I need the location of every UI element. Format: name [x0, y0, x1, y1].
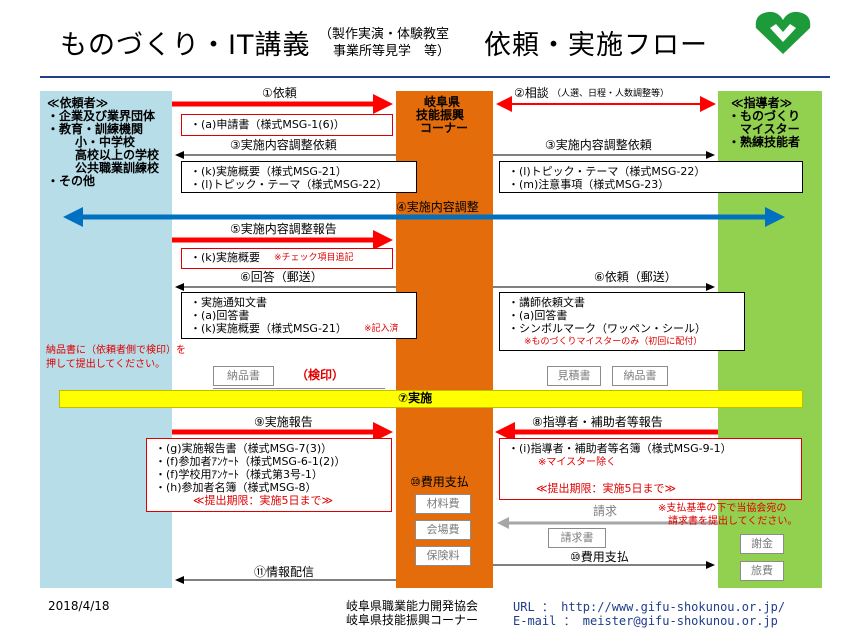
estimate-button: 見積書: [547, 366, 601, 386]
delivery-row-underline: [213, 388, 385, 389]
step1-document-box: ・(a)申請書（様式MSG-1(6)）: [181, 114, 393, 136]
step6-right-label: ⑥依頼（郵送）: [594, 270, 677, 284]
footer-org: 岐阜県技能振興コーナー: [346, 613, 479, 627]
step6-right-document: ・講師依頼文書: [508, 296, 585, 309]
step9-document-box: ・(g)実施報告書（様式MSG-7(3)） ・(f)参加者ｱﾝｹｰﾄ（様式MSG…: [146, 438, 392, 512]
step3-right-label: ③実施内容調整依頼: [545, 138, 652, 152]
center-label: 岐阜県: [424, 95, 461, 109]
delivery-instruction: 納品書に（依頼者側で検印）を: [46, 345, 186, 356]
step9-document: ・(f)学校用ｱﾝｹｰﾄ（様式第3号-1）: [155, 468, 323, 481]
estimate-label: 見積書: [557, 369, 591, 382]
step3-right-document: ・(l)トピック・テーマ（様式MSG-22）: [508, 165, 706, 178]
payment-label: ⑩費用支払: [570, 550, 629, 564]
step3-right-document: ・(m)注意事項（様式MSG-23）: [508, 178, 670, 191]
material-cost-label: 材料費: [426, 497, 460, 510]
page-title-flow: 依頼・実施フロー: [484, 30, 708, 61]
step8-note: ※マイスター除く: [538, 457, 617, 468]
step7-label: ⑦実施: [398, 391, 433, 405]
honorarium-label: 謝金: [751, 537, 773, 550]
venue-cost-button: 会場費: [415, 520, 471, 540]
step9-document: ・(g)実施報告書（様式MSG-7(3)）: [155, 442, 333, 455]
step6-left-label: ⑥回答（郵送）: [240, 270, 323, 284]
delivery-stamp-label: （検印）: [296, 368, 345, 382]
requester-line: 小・中学校: [75, 135, 136, 149]
instructor-line: ・ものづくり: [728, 109, 801, 123]
step6-right-document-box: ・講師依頼文書 ・(a)回答書 ・シンボルマーク（ワッペン・シール） ※ものづく…: [499, 292, 745, 351]
step10-label: ⑩費用支払: [410, 475, 469, 489]
material-cost-button: 材料費: [415, 494, 471, 514]
requester-line: 公共職業訓練校: [75, 161, 160, 175]
step9-document: ・(f)参加者ｱﾝｹｰﾄ（様式MSG-6-1(2)）: [155, 455, 346, 468]
title-underline: [40, 76, 830, 78]
step6-right-note: ※ものづくりマイスターのみ（初回に配付）: [524, 337, 703, 347]
step3-left-document: ・(l)トピック・テーマ（様式MSG-22）: [190, 178, 388, 191]
step8-document: ・(i)指導者・補助者等名簿（様式MSG-9-1）: [508, 442, 732, 455]
requester-line: ・企業及び業界団体: [47, 109, 156, 123]
travel-expense-label: 旅費: [751, 564, 773, 577]
step5-document-box: ・(k)実施概要 ※チェック項目追記: [181, 248, 393, 269]
page-title-sub-2: 事業所等見学 等）: [333, 44, 451, 59]
step8-document-box: ・(i)指導者・補助者等名簿（様式MSG-9-1） ※マイスター除く ≪提出期限…: [499, 438, 802, 500]
step6-right-document: ・(a)回答書: [508, 309, 568, 322]
instructor-line: マイスター: [740, 122, 800, 136]
delivery-slip-right-label: 納品書: [623, 369, 657, 382]
delivery-instruction: 押して提出してください。: [46, 359, 166, 370]
step3-left-label: ③実施内容調整依頼: [230, 138, 337, 152]
step3-left-document-box: ・(k)実施概要（様式MSG-21） ・(l)トピック・テーマ（様式MSG-22…: [181, 161, 417, 193]
step6-left-document-box: ・実施通知文書 ・(a)回答書 ・(k)実施概要（様式MSG-21） ※記入済: [181, 292, 417, 339]
instructor-heading: ≪指導者≫: [731, 96, 793, 110]
honorarium-button: 謝金: [740, 534, 784, 554]
step6-left-document: ・実施通知文書: [190, 296, 267, 309]
invoice-note: 請求書を提出してください。: [668, 516, 798, 527]
gifu-heart-logo-icon: [755, 11, 811, 54]
step5-document: ・(k)実施概要: [190, 251, 260, 264]
step5-label: ⑤実施内容調整報告: [230, 222, 337, 236]
invoice-request-label: 請求: [593, 504, 618, 518]
step1-document: ・(a)申請書（様式MSG-1(6)）: [190, 118, 345, 131]
center-label: 技能振興: [416, 108, 465, 122]
step5-note: ※チェック項目追記: [274, 253, 354, 263]
step6-left-document: ・(k)実施概要（様式MSG-21）: [190, 322, 347, 335]
step2-label: ②相談: [514, 86, 549, 100]
invoice-note: ※支払基準の下で当協会宛の: [658, 503, 787, 514]
requester-line: ・その他: [47, 174, 96, 188]
page-title-sub-1: （製作実演・体験教室: [319, 27, 450, 42]
step1-label: ①依頼: [262, 86, 297, 100]
step8-deadline: ≪提出期限：実施5日まで≫: [536, 482, 677, 495]
step4-label: ④実施内容調整: [396, 200, 479, 214]
invoice-label: 請求書: [560, 531, 594, 544]
step9-label: ⑨実施報告: [254, 415, 313, 429]
step9-deadline: ≪提出期限：実施5日まで≫: [193, 494, 334, 507]
venue-cost-label: 会場費: [426, 523, 460, 536]
requester-heading: ≪依頼者≫: [47, 96, 109, 110]
insurance-cost-button: 保険料: [415, 546, 471, 566]
step6-right-document: ・シンボルマーク（ワッペン・シール）: [508, 322, 706, 335]
step9-document: ・(h)参加者名簿（様式MSG-8）: [155, 481, 317, 494]
footer-org: 岐阜県職業能力開発協会: [346, 599, 479, 613]
step6-left-note: ※記入済: [364, 324, 399, 334]
step6-left-document: ・(a)回答書: [190, 309, 250, 322]
delivery-slip-right-button: 納品書: [612, 366, 668, 386]
footer-url[interactable]: URL ： http://www.gifu-shokunou.or.jp/: [513, 600, 786, 614]
travel-expense-button: 旅費: [740, 561, 784, 581]
requester-line: 高校以上の学校: [75, 148, 160, 162]
insurance-cost-label: 保険料: [426, 549, 460, 562]
delivery-slip-button: 納品書: [213, 366, 274, 386]
invoice-button: 請求書: [548, 528, 606, 548]
center-label: コーナー: [420, 121, 469, 135]
footer-email[interactable]: E-mail ： meister@gifu-shokunou.or.jp: [513, 614, 778, 628]
step8-label: ⑧指導者・補助者等報告: [532, 415, 663, 429]
step2-note: （人選、日程・人数調整等）: [552, 89, 670, 99]
footer-date: 2018/4/18: [48, 599, 110, 613]
step3-left-document: ・(k)実施概要（様式MSG-21）: [190, 165, 347, 178]
implementation-bar: [59, 390, 803, 408]
requester-line: ・教育・訓練機関: [47, 122, 144, 136]
delivery-slip-label: 納品書: [227, 369, 260, 382]
instructor-line: ・熟練技能者: [728, 135, 801, 149]
page-title: ものづくり・IT講義: [60, 30, 311, 61]
step11-label: ⑪情報配信: [254, 565, 315, 579]
step3-right-document-box: ・(l)トピック・テーマ（様式MSG-22） ・(m)注意事項（様式MSG-23…: [499, 161, 803, 193]
